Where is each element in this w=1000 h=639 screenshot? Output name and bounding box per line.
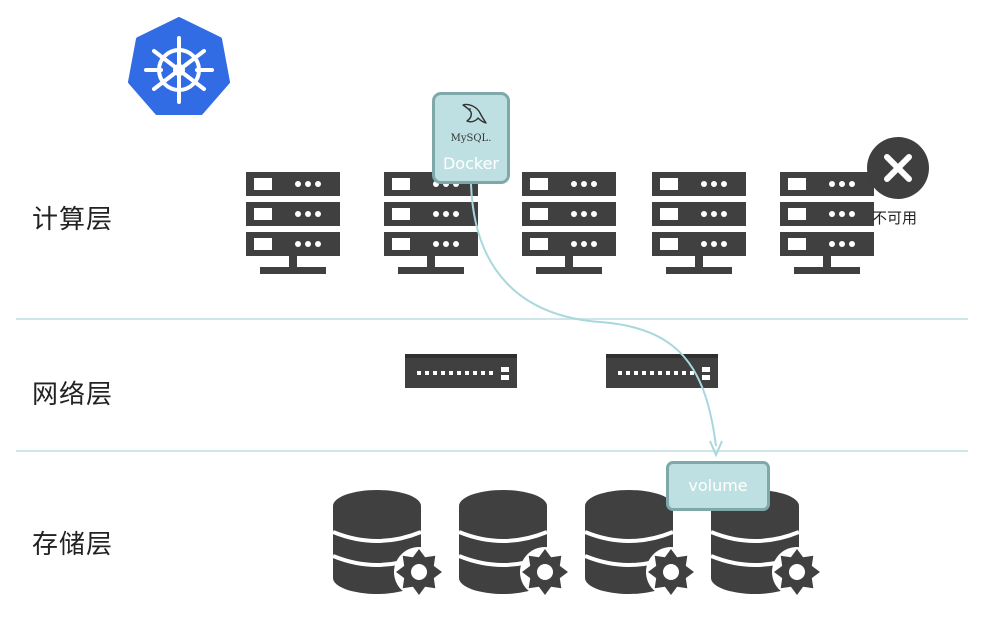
layer-divider — [16, 450, 968, 452]
server-rack-icon — [246, 172, 340, 274]
database-gear-icon — [585, 490, 696, 597]
mysql-dolphin-icon — [462, 103, 487, 124]
server-rack-icon — [522, 172, 616, 274]
layer-divider — [16, 318, 968, 320]
server-rack-icon — [652, 172, 746, 274]
database-gear-icon — [459, 490, 570, 597]
unavailable-label: 不可用 — [872, 209, 918, 227]
kubernetes-logo-icon — [128, 17, 230, 115]
compute-layer-label: 计算层 — [32, 205, 114, 235]
close-circle-icon — [867, 137, 929, 199]
storage-layer-label: 存储层 — [32, 530, 114, 560]
database-gear-icon — [333, 490, 444, 597]
server-rack-icon — [780, 172, 874, 274]
mysql-label: MySQL. — [450, 133, 492, 144]
volume-label: volume — [688, 476, 748, 495]
network-switch-icon — [405, 354, 517, 388]
docker-container[interactable]: MySQL. Docker — [432, 92, 510, 184]
network-layer-label: 网络层 — [32, 380, 114, 410]
docker-label: Docker — [442, 154, 500, 173]
volume-box[interactable]: volume — [666, 461, 770, 511]
